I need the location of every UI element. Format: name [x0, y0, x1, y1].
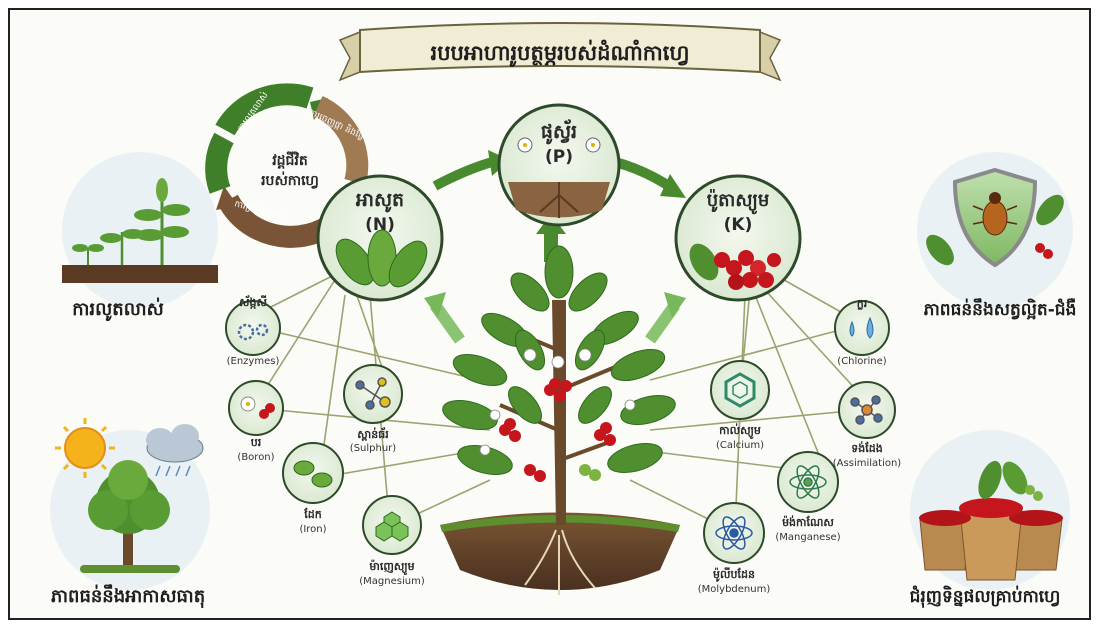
micronutrient-zinc: ស័ង្កសី (Enzymes) — [225, 295, 281, 367]
infographic-frame: របបអាហារូបត្ថម្ភរបស់ដំណាំកាហ្វេ ការលូតលា… — [8, 8, 1091, 620]
micronutrient-chlorine: ក្លរ (Chlorine) — [834, 297, 890, 367]
atom-icon — [789, 465, 827, 499]
potassium-circle: ប៉ូតាស្យូម (K) — [674, 174, 802, 302]
droplets-icon — [849, 316, 874, 339]
micronutrient-sulphur: ស្ពាន់ធ័រ (Sulphur) — [343, 364, 403, 454]
copper-label: ទង់ដែង — [851, 441, 882, 455]
climate-label: ភាពធន់នឹងអាកាសធាតុ — [51, 584, 205, 609]
atom-icon — [715, 516, 753, 550]
leaves-icon — [335, 229, 428, 288]
micronutrient-molybdenum: ម៉ូលីបដែន (Molybdenum) — [698, 502, 771, 595]
sulphur-label: ស្ពាន់ធ័រ — [357, 427, 389, 441]
chloroplast-icon — [293, 460, 333, 488]
calcium-english: (Calcium) — [716, 440, 764, 451]
flow-arrows — [424, 150, 686, 344]
zinc-label: ស័ង្កសី — [239, 295, 267, 309]
rain-cloud-icon — [146, 424, 204, 477]
copper-english: (Assimilation) — [833, 458, 902, 469]
tree-trunk — [552, 300, 566, 525]
pest-label: ភាពធន់នឹងសត្វល្អិត-ជំងឺ — [924, 298, 1077, 320]
phosphorus-symbol: (P) — [545, 147, 573, 167]
seedlings-icon — [62, 178, 218, 283]
tree-icon — [80, 460, 180, 573]
boron-label: បរ — [251, 436, 262, 449]
molybdenum-english: (Molybdenum) — [698, 584, 771, 595]
hexagon-cells-icon — [375, 511, 409, 542]
arrow-p-to-k — [660, 174, 686, 198]
corner-growth: ការលូតលាស់ — [62, 152, 218, 322]
calcium-label: កាល់ស្យូម — [719, 423, 761, 440]
corner-yield: ជំរុញទិន្នផលគ្រាប់កាហ្វេ — [910, 430, 1070, 608]
flower-cherry-icon — [240, 396, 275, 419]
gears-icon — [237, 323, 269, 341]
coffee-tree — [440, 245, 680, 595]
corner-pest: ភាពធន់នឹងសត្វល្អិត-ជំងឺ — [917, 152, 1076, 320]
zinc-english: (Enzymes) — [227, 356, 280, 367]
micronutrient-magnesium: ម៉ាញេស្យូម (Magnesium) — [359, 495, 425, 587]
nitrogen-symbol: (N) — [365, 215, 395, 235]
magnesium-label: ម៉ាញេស្យូម — [369, 559, 414, 576]
potassium-name: ប៉ូតាស្យូម — [707, 188, 770, 215]
potassium-symbol: (K) — [724, 215, 753, 235]
roots-flowers-icon — [508, 137, 610, 218]
micronutrient-copper: ទង់ដែង (Assimilation) — [833, 381, 902, 469]
corner-climate: ភាពធន់នឹងអាកាសធាតុ — [50, 418, 210, 609]
molecule-icon — [355, 377, 391, 410]
growth-label: ការលូតលាស់ — [72, 297, 163, 322]
shield-beetle-icon — [926, 167, 1064, 268]
manganese-label: ម៉ង់កាណែស — [782, 515, 834, 529]
phosphorus-name: ផូស្វ័រ — [541, 119, 577, 145]
micronutrient-iron: ដែក (Iron) — [282, 442, 344, 535]
chlorine-label: ក្លរ — [857, 297, 868, 310]
magnesium-english: (Magnesium) — [359, 576, 425, 587]
tree-flowers — [479, 348, 636, 456]
infographic-canvas: របបអាហារូបត្ថម្ភរបស់ដំណាំកាហ្វេ ការលូតលា… — [50, 22, 1076, 609]
micronutrient-manganese: ម៉ង់កាណែស (Manganese) — [775, 451, 841, 543]
page-title: របបអាហារូបត្ថម្ភរបស់ដំណាំកាហ្វេ — [431, 39, 690, 68]
sulphur-english: (Sulphur) — [350, 443, 397, 454]
sun-icon — [55, 418, 115, 478]
cycle-center-line2: របស់កាហ្វេ — [261, 171, 319, 189]
arrow-tree-to-k — [664, 292, 686, 318]
micronutrient-boron: បរ (Boron) — [228, 380, 284, 463]
molecule-icon — [850, 395, 883, 425]
micronutrient-calcium: កាល់ស្យូម (Calcium) — [710, 360, 770, 451]
coffee-cherries-icon — [689, 243, 781, 290]
coffee-baskets-icon — [919, 460, 1063, 581]
title-banner: របបអាហារូបត្ថម្ភរបស់ដំណាំកាហ្វេ — [338, 22, 782, 82]
molybdenum-label: ម៉ូលីបដែន — [713, 567, 755, 582]
cycle-center-line1: វដ្តជីវិត — [272, 151, 308, 169]
manganese-english: (Manganese) — [775, 532, 840, 543]
phosphorus-circle: ផូស្វ័រ (P) — [497, 103, 621, 227]
arrow-tree-to-n — [424, 292, 446, 318]
yield-label: ជំរុញទិន្នផលគ្រាប់កាហ្វេ — [910, 585, 1061, 608]
iron-label: ដែក — [303, 507, 321, 521]
nitrogen-circle: អាសូត (N) — [316, 174, 444, 302]
iron-english: (Iron) — [299, 524, 326, 535]
chlorine-english: (Chlorine) — [837, 356, 886, 367]
boron-english: (Boron) — [237, 452, 274, 463]
tree-berries — [499, 378, 616, 482]
nitrogen-name: អាសូត — [356, 189, 404, 213]
hexagon-ring-icon — [724, 372, 756, 408]
